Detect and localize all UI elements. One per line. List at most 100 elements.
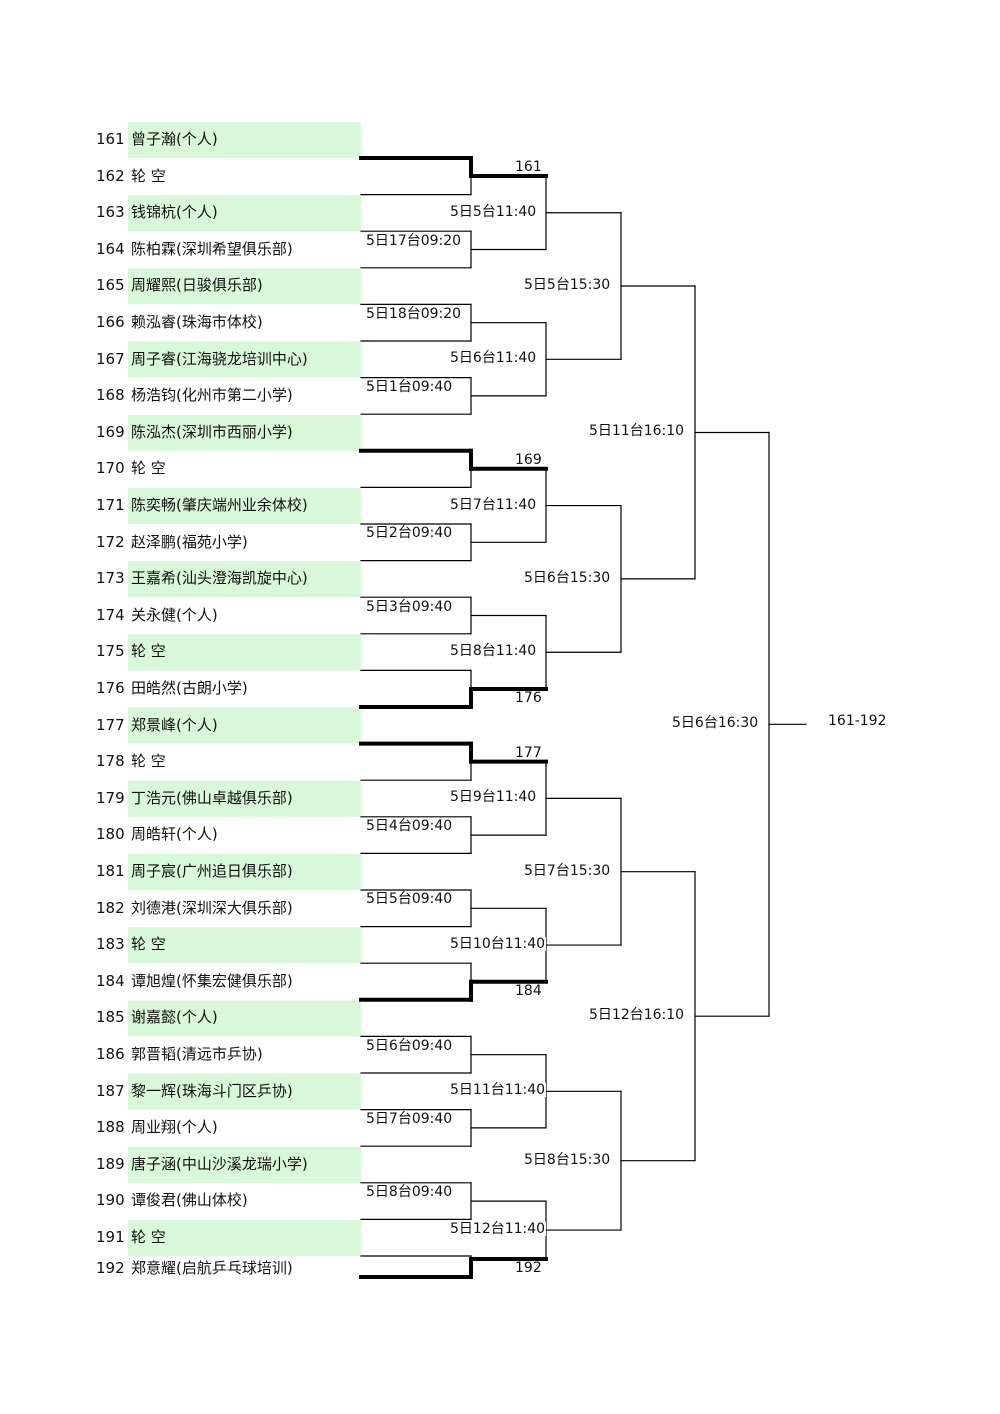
player-name: 谭俊君(佛山体校) xyxy=(131,1191,248,1210)
player-name: 王嘉希(汕头澄海凯旋中心) xyxy=(131,569,308,588)
match-time-label: 5日8台11:40 xyxy=(449,643,538,660)
match-time-label: 5日5台15:30 xyxy=(523,277,612,294)
advance-label: 161 xyxy=(515,159,542,175)
match-time-label: 5日2台09:40 xyxy=(366,525,453,542)
player-number: 164 xyxy=(96,239,125,258)
player-number: 170 xyxy=(96,459,125,478)
player-name: 刘德港(深圳深大俱乐部) xyxy=(131,898,293,917)
player-name: 郑意耀(启航乒乓球培训) xyxy=(131,1259,293,1277)
player-name: 轮 空 xyxy=(131,752,166,771)
player-name: 杨浩钧(化州市第二小学) xyxy=(131,386,293,405)
player-name: 轮 空 xyxy=(131,459,166,478)
player-number: 181 xyxy=(96,862,125,880)
player-number: 172 xyxy=(96,532,125,551)
player-name: 陈柏霖(深圳希望俱乐部) xyxy=(131,239,293,258)
player-name: 关永健(个人) xyxy=(131,605,218,624)
player-highlight xyxy=(128,414,361,451)
player-name: 郭晋韬(清远市乒协) xyxy=(131,1045,263,1063)
match-time-label: 5日1台09:40 xyxy=(366,378,453,395)
match-time-label: 5日9台11:40 xyxy=(449,789,538,806)
player-number: 161 xyxy=(96,130,125,148)
player-number: 191 xyxy=(96,1228,125,1246)
final-range-label: 161-192 xyxy=(828,713,887,730)
match-time-label: 5日17台09:20 xyxy=(366,232,462,249)
player-highlight xyxy=(128,341,361,378)
player-name: 谭旭煌(怀集宏健俱乐部) xyxy=(131,971,293,990)
advance-label: 177 xyxy=(515,744,542,761)
match-time-label: 5日5台09:40 xyxy=(366,891,453,908)
player-number: 182 xyxy=(96,898,125,917)
player-number: 176 xyxy=(96,679,125,697)
player-highlight xyxy=(128,1073,361,1110)
match-time-label: 5日7台11:40 xyxy=(449,496,538,513)
advance-label: 184 xyxy=(515,982,542,999)
player-highlight xyxy=(128,268,361,305)
player-name: 陈泓杰(深圳市西丽小学) xyxy=(131,422,293,441)
player-name: 周耀熙(日骏俱乐部) xyxy=(131,276,263,295)
player-name: 轮 空 xyxy=(131,935,166,954)
match-time-label: 5日4台09:40 xyxy=(366,818,453,835)
match-time-label: 5日11台11:40 xyxy=(449,1082,547,1099)
player-highlight xyxy=(128,927,361,964)
player-name: 周子宸(广州追日俱乐部) xyxy=(131,862,293,880)
player-highlight xyxy=(128,561,361,598)
player-highlight xyxy=(128,780,361,817)
match-time-label: 5日6台16:30 xyxy=(671,715,760,732)
player-number: 167 xyxy=(96,349,125,368)
player-number: 178 xyxy=(96,752,125,771)
player-number: 183 xyxy=(96,935,125,954)
player-name: 轮 空 xyxy=(131,642,166,661)
player-name: 黎一辉(珠海斗门区乒协) xyxy=(131,1081,293,1100)
player-number: 165 xyxy=(96,276,125,295)
match-time-label: 5日7台15:30 xyxy=(523,862,612,879)
match-time-label: 5日6台09:40 xyxy=(366,1037,453,1054)
player-number: 166 xyxy=(96,313,125,331)
player-number: 177 xyxy=(96,715,125,734)
player-number: 174 xyxy=(96,605,125,624)
match-time-label: 5日3台09:40 xyxy=(366,598,453,615)
match-time-label: 5日12台11:40 xyxy=(449,1221,547,1238)
player-number: 188 xyxy=(96,1118,125,1137)
player-highlight xyxy=(128,854,361,890)
player-highlight xyxy=(128,1146,361,1183)
match-time-label: 5日18台09:20 xyxy=(366,305,462,322)
player-highlight xyxy=(128,195,361,232)
player-number: 186 xyxy=(96,1045,125,1063)
player-number: 169 xyxy=(96,422,125,441)
player-name: 赵泽鹏(福苑小学) xyxy=(131,532,248,551)
player-number: 162 xyxy=(96,166,125,185)
player-number: 168 xyxy=(96,386,125,405)
match-time-label: 5日6台11:40 xyxy=(449,350,538,367)
player-name: 郑景峰(个人) xyxy=(131,715,218,734)
match-time-label: 5日7台09:40 xyxy=(366,1110,453,1127)
player-name: 唐子涵(中山沙溪龙瑞小学) xyxy=(131,1154,308,1173)
player-name: 轮 空 xyxy=(131,1228,166,1246)
player-highlight xyxy=(128,634,361,671)
player-number: 163 xyxy=(96,203,125,222)
player-highlight xyxy=(128,488,361,524)
match-time-label: 5日12台16:10 xyxy=(588,1007,686,1024)
advance-label: 192 xyxy=(515,1260,542,1276)
match-time-label: 5日5台11:40 xyxy=(449,203,538,220)
player-number: 190 xyxy=(96,1191,125,1210)
player-number: 187 xyxy=(96,1081,125,1100)
match-time-label: 5日11台16:10 xyxy=(588,423,686,440)
player-highlight xyxy=(128,1220,361,1256)
match-time-label: 5日8台15:30 xyxy=(523,1151,612,1168)
player-name: 周业翔(个人) xyxy=(131,1118,218,1137)
player-number: 185 xyxy=(96,1008,125,1027)
advance-label: 169 xyxy=(515,451,542,468)
player-highlight xyxy=(128,1000,361,1037)
player-number: 189 xyxy=(96,1154,125,1173)
advance-label: 176 xyxy=(515,690,542,706)
player-number: 179 xyxy=(96,788,125,807)
player-name: 钱锦杭(个人) xyxy=(131,203,218,222)
match-time-label: 5日10台11:40 xyxy=(449,936,547,953)
player-number: 171 xyxy=(96,496,125,514)
player-name: 曾子瀚(个人) xyxy=(131,130,218,148)
player-number: 192 xyxy=(96,1259,125,1277)
player-highlight xyxy=(128,707,361,744)
player-number: 173 xyxy=(96,569,125,588)
player-name: 周皓轩(个人) xyxy=(131,825,218,844)
